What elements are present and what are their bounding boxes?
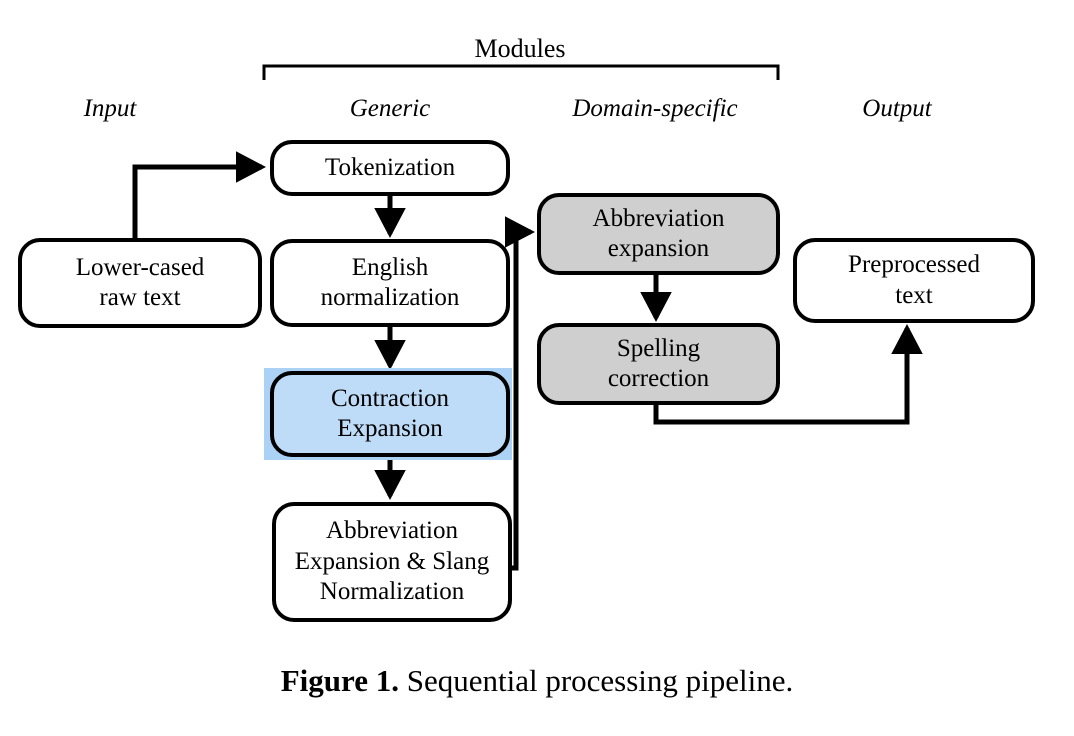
node-preprocessed-text-line1: Preprocessed [848, 251, 980, 278]
node-english-normalization-line1: English [351, 253, 429, 281]
node-abbreviation-expansion-line2: expansion [607, 235, 710, 262]
node-english-normalization-line2: normalization [320, 284, 460, 311]
node-english-normalization[interactable]: English normalization [270, 239, 510, 327]
node-contraction-expansion-line1: Contraction [330, 384, 450, 412]
node-contraction-expansion[interactable]: Contraction Expansion [270, 371, 510, 457]
column-label-output: Output [862, 95, 932, 122]
node-preprocessed-text-line2: text [895, 281, 933, 309]
column-label-domain-specific: Domain-specific [572, 95, 738, 122]
figure-caption: Figure 1. Sequential processing pipeline… [0, 665, 1074, 696]
node-abbreviation-expansion-slang-normalization[interactable]: Abbreviation Expansion & Slang Normaliza… [272, 502, 512, 622]
node-contraction-expansion-line2: Expansion [337, 415, 443, 442]
node-tokenization-line1: Tokenization [324, 153, 456, 181]
node-abbrev-slang-line3: Normalization [319, 578, 465, 606]
node-lower-cased-raw-text[interactable]: Lower-cased raw text [18, 238, 262, 328]
node-abbreviation-expansion-line1: Abbreviation [592, 204, 725, 232]
column-label-generic: Generic [349, 95, 431, 122]
modules-bracket [262, 64, 780, 80]
node-lower-cased-raw-text-line2: raw text [99, 284, 181, 311]
node-spelling-correction[interactable]: Spelling correction [537, 323, 780, 405]
node-abbreviation-expansion[interactable]: Abbreviation expansion [537, 193, 780, 275]
edge-rawtext-to-tokenization [132, 151, 267, 240]
figure-caption-number: Figure 1. [280, 663, 399, 698]
node-abbrev-slang-line2: Expansion & Slang [294, 547, 490, 575]
node-preprocessed-text[interactable]: Preprocessed text [793, 238, 1035, 323]
node-tokenization[interactable]: Tokenization [270, 140, 510, 196]
node-lower-cased-raw-text-line1: Lower-cased [75, 253, 205, 281]
figure-caption-text: Sequential processing pipeline. [398, 663, 794, 698]
node-abbrev-slang-line1: Abbreviation [326, 517, 458, 545]
node-spelling-correction-line2: correction [607, 365, 710, 392]
column-label-input: Input [83, 95, 137, 122]
modules-group-label: Modules [474, 34, 566, 63]
node-spelling-correction-line1: Spelling [616, 334, 701, 362]
